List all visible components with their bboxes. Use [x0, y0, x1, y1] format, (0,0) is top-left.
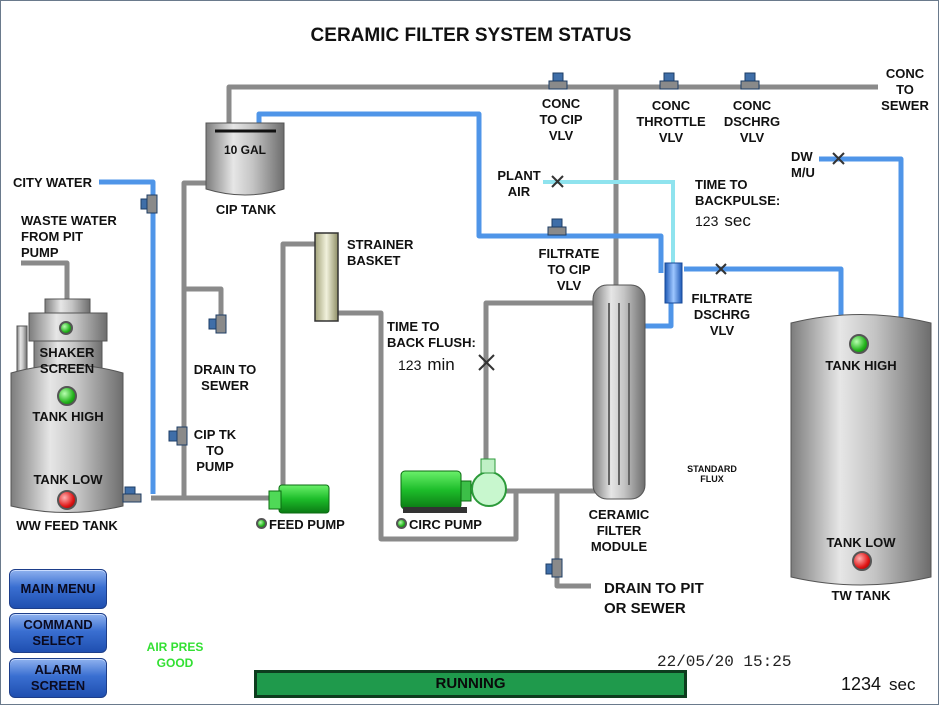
back-flush-unit: min: [427, 355, 455, 374]
tw-tank-low-indicator: [852, 551, 872, 571]
alarm-screen-button-label: ALARM SCREEN: [30, 662, 86, 693]
dw-mu-label: DW M/U: [791, 149, 815, 180]
tw-tank-graphic: [790, 314, 932, 586]
back-flush-x-icon: [478, 354, 495, 371]
backpulse-unit: sec: [724, 211, 751, 230]
cip-tk-to-pump-label: CIP TK TO PUMP: [193, 427, 237, 474]
feed-pump-label: FEED PUMP: [269, 517, 345, 532]
strainer-basket-graphic: [314, 232, 339, 322]
drain-to-pit-valve-icon: [545, 558, 563, 578]
conc-to-cip-vlv-label: CONC TO CIP VLV: [539, 96, 583, 143]
cip-tank-graphic: [205, 122, 285, 196]
shaker-screen-label: SHAKER SCREEN: [39, 345, 95, 376]
conc-dschrg-vlv-label: CONC DSCHRG VLV: [723, 98, 781, 145]
tw-tank-high-indicator: [849, 334, 869, 354]
circ-pump-graphic: [400, 458, 507, 513]
plant-air-x-icon: [551, 175, 564, 188]
backpulse-timer: 123 sec: [695, 211, 751, 231]
time-to-backpulse-label: TIME TO BACKPULSE:: [695, 177, 781, 208]
cip-tank-label: CIP TANK: [215, 202, 277, 217]
tw-tank-low-label: TANK LOW: [826, 535, 896, 550]
ceramic-filter-module-graphic: [592, 284, 646, 500]
ww-feed-tank-label: WW FEED TANK: [16, 518, 118, 533]
time-to-back-flush-label: TIME TO BACK FLUSH:: [387, 319, 476, 350]
feed-pump-graphic: [268, 484, 330, 514]
filtrate-dschrg-vlv-label: FILTRATE DSCHRG VLV: [691, 291, 753, 338]
air-pressure-status: AIR PRES GOOD: [146, 640, 204, 670]
dw-mu-x-icon: [832, 152, 845, 165]
plant-air-label: PLANT AIR: [497, 168, 541, 199]
ww-tank-high-label: TANK HIGH: [32, 409, 104, 424]
filtrate-x-icon: [715, 263, 727, 275]
air-pipe: [543, 180, 675, 269]
page-title: CERAMIC FILTER SYSTEM STATUS: [310, 25, 632, 46]
run-seconds-display: 1234 sec: [841, 674, 916, 695]
ww-feed-tank-graphic: [10, 298, 124, 513]
cip-tank-volume-label: 10 GAL: [223, 143, 266, 157]
conc-dschrg-valve-icon: [740, 72, 760, 90]
alarm-screen-button[interactable]: ALARM SCREEN: [9, 658, 107, 698]
cip-tk-to-pump-valve-icon: [168, 426, 188, 446]
standard-flux-label: STANDARD FLUX: [687, 464, 737, 484]
datetime-display: 22/05/20 15:25: [657, 653, 792, 671]
drain-to-sewer-valve-icon: [208, 314, 227, 334]
back-flush-timer: 123 min: [398, 355, 455, 375]
backpulse-value: 123: [695, 213, 719, 229]
ww-outlet-valve-icon: [122, 486, 142, 503]
circ-pump-label: CIRC PUMP: [409, 517, 482, 532]
main-menu-button-label: MAIN MENU: [20, 581, 96, 596]
circ-pump-indicator: [396, 518, 407, 529]
water-pipes: [99, 111, 904, 494]
drain-to-pit-label: DRAIN TO PIT OR SEWER: [604, 580, 704, 617]
conc-throttle-vlv-label: CONC THROTTLE VLV: [636, 98, 706, 145]
ww-tank-high-indicator: [57, 386, 77, 406]
conc-to-sewer-label: CONC TO SEWER: [881, 66, 929, 113]
tw-tank-high-label: TANK HIGH: [825, 358, 897, 373]
ceramic-filter-module-label: CERAMIC FILTER MODULE: [588, 507, 650, 554]
filtrate-dschrg-valve-body: [664, 262, 683, 304]
conc-to-cip-valve-icon: [548, 72, 568, 90]
drain-to-sewer-label: DRAIN TO SEWER: [193, 362, 257, 393]
feed-pump-indicator: [256, 518, 267, 529]
waste-water-label: WASTE WATER FROM PIT PUMP: [21, 213, 117, 260]
city-water-label: CITY WATER: [13, 175, 92, 190]
ww-tank-low-indicator: [57, 490, 77, 510]
city-water-valve-icon: [140, 194, 158, 214]
valve-icons: [122, 72, 760, 578]
ww-tank-low-label: TANK LOW: [33, 472, 103, 487]
run-seconds-unit: sec: [889, 675, 916, 694]
filtrate-to-cip-valve-icon: [547, 218, 567, 236]
strainer-basket-label: STRAINER BASKET: [347, 237, 414, 268]
x-valve-icons: [478, 152, 845, 371]
main-menu-button[interactable]: MAIN MENU: [9, 569, 107, 609]
back-flush-value: 123: [398, 357, 422, 373]
command-select-button-label: COMMAND SELECT: [23, 617, 93, 648]
shaker-screen-indicator: [59, 321, 73, 335]
tw-tank-label: TW TANK: [831, 588, 891, 603]
conc-throttle-valve-icon: [659, 72, 679, 90]
filtrate-to-cip-vlv-label: FILTRATE TO CIP VLV: [538, 246, 600, 293]
system-status-bar: RUNNING: [254, 670, 687, 698]
run-seconds-value: 1234: [841, 674, 882, 694]
command-select-button[interactable]: COMMAND SELECT: [9, 613, 107, 653]
